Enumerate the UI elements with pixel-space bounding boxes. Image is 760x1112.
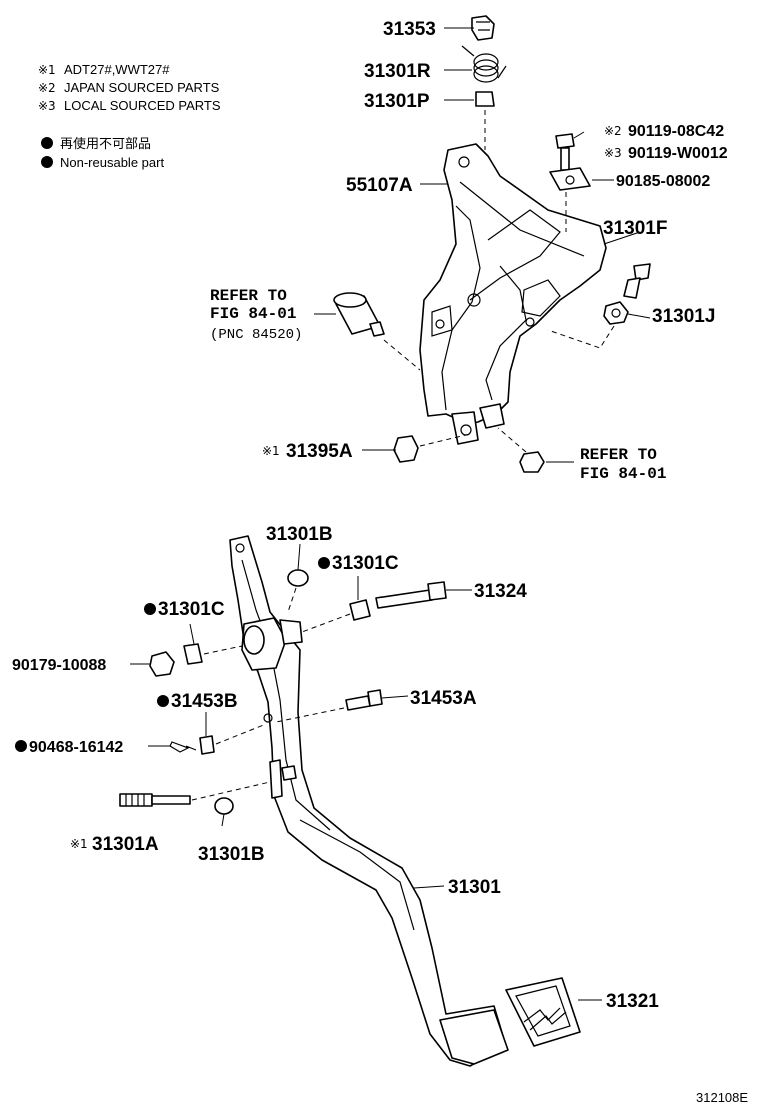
nonreusable-dot-icon xyxy=(15,740,27,752)
callout-31453B: 31453B xyxy=(171,691,238,712)
legend-note2-text: JAPAN SOURCED PARTS xyxy=(64,80,220,95)
refer-1-line2: FIG 84-01 xyxy=(210,305,296,323)
callout-90179-10088: 90179-10088 xyxy=(12,657,106,674)
legend-note3-mark: ※3 xyxy=(38,99,56,113)
bushing-right-shape xyxy=(349,599,371,621)
collar-shape xyxy=(199,735,215,755)
return-spring-shape xyxy=(461,45,507,83)
callout-31301P: 31301P xyxy=(364,91,430,112)
illustration-code: 312108E xyxy=(696,1090,748,1105)
nonreusable-dot-icon xyxy=(318,557,330,569)
callout-31301F: 31301F xyxy=(603,218,667,239)
stop-lamp-switch-shape xyxy=(333,292,421,371)
clip-90468-shape xyxy=(169,741,197,753)
refer-2-line2: FIG 84-01 xyxy=(580,465,666,483)
nonreusable-dot-icon xyxy=(157,695,169,707)
bushing-left-shape xyxy=(183,643,203,665)
clip-shape xyxy=(471,15,495,41)
legend-note3-text: LOCAL SOURCED PARTS xyxy=(64,98,221,113)
callout-31301A: 31301A xyxy=(92,834,159,855)
pedal-arm-shape xyxy=(229,535,507,1067)
nonreusable-dot-icon xyxy=(41,156,53,168)
pedal-bracket-illustration xyxy=(333,15,651,473)
callout-90119-08C42: 90119-08C42 xyxy=(628,123,724,140)
legend-note1-mark: ※1 xyxy=(38,63,56,77)
pedal-illustration xyxy=(119,535,581,1067)
callout-31324: 31324 xyxy=(474,581,527,602)
callout-31301A-mark: ※1 xyxy=(70,837,88,851)
pivot-bolt-shape xyxy=(375,581,447,609)
nonreusable-dot-icon xyxy=(144,603,156,615)
callout-31301C-right: 31301C xyxy=(332,553,399,574)
callout-55107A: 55107A xyxy=(346,175,413,196)
nut-shape xyxy=(603,301,629,325)
nut-lower-shape xyxy=(519,451,545,473)
pad-cover-shape xyxy=(505,977,581,1047)
bushing-shape xyxy=(475,91,495,107)
callout-31353: 31353 xyxy=(383,19,436,40)
spring-31301A-shape xyxy=(119,781,271,807)
callout-31301R: 31301R xyxy=(364,61,431,82)
upper-leaders xyxy=(314,27,651,463)
callout-31453A: 31453A xyxy=(410,688,477,709)
nut-31395A-shape xyxy=(393,435,419,463)
nonreusable-dot-icon xyxy=(41,137,53,149)
callout-31301B-top: 31301B xyxy=(266,524,333,545)
callout-31395A-mark: ※1 xyxy=(262,444,280,458)
refer-1-line3: (PNC 84520) xyxy=(210,327,302,343)
legend-nonreusable-en: Non-reusable part xyxy=(60,155,164,170)
cushion-bottom-shape xyxy=(214,797,234,815)
callout-90119-W0012-mark: ※3 xyxy=(604,146,622,160)
callout-90185-08002: 90185-08002 xyxy=(616,173,710,190)
callout-90119-08C42-mark: ※2 xyxy=(604,124,622,138)
callout-90468-16142: 90468-16142 xyxy=(29,739,123,756)
lower-leaders xyxy=(130,543,602,1001)
callout-31301J: 31301J xyxy=(652,306,715,327)
legend: ※1 ADT27#,WWT27# ※2 JAPAN SOURCED PARTS … xyxy=(38,62,221,170)
callout-31301: 31301 xyxy=(448,877,501,898)
pedal-pad-shape xyxy=(439,1009,509,1065)
cushion-top-shape xyxy=(287,569,309,587)
bracket-shape xyxy=(419,143,607,425)
bolt-shape xyxy=(633,263,651,281)
refer-2-line1: REFER TO xyxy=(580,446,657,464)
callout-labels: 31353 31301R 31301P ※2 90119-08C42 ※3 90… xyxy=(12,19,748,1105)
bolt-head-shape xyxy=(555,133,575,149)
callout-31395A: 31395A xyxy=(286,441,353,462)
legend-note2-mark: ※2 xyxy=(38,81,56,95)
callout-31301B-bottom: 31301B xyxy=(198,844,265,865)
legend-nonreusable-jp: 再使用不可部品 xyxy=(60,136,151,151)
nut-plate-shape xyxy=(549,167,591,191)
refer-1-line1: REFER TO xyxy=(210,287,287,305)
callout-31301C-left: 31301C xyxy=(158,599,225,620)
legend-note1-text: ADT27#,WWT27# xyxy=(64,62,170,77)
callout-31321: 31321 xyxy=(606,991,659,1012)
nut-90179-shape xyxy=(149,651,175,677)
clevis-pin-shape xyxy=(275,689,383,723)
callout-90119-W0012: 90119-W0012 xyxy=(628,145,728,162)
